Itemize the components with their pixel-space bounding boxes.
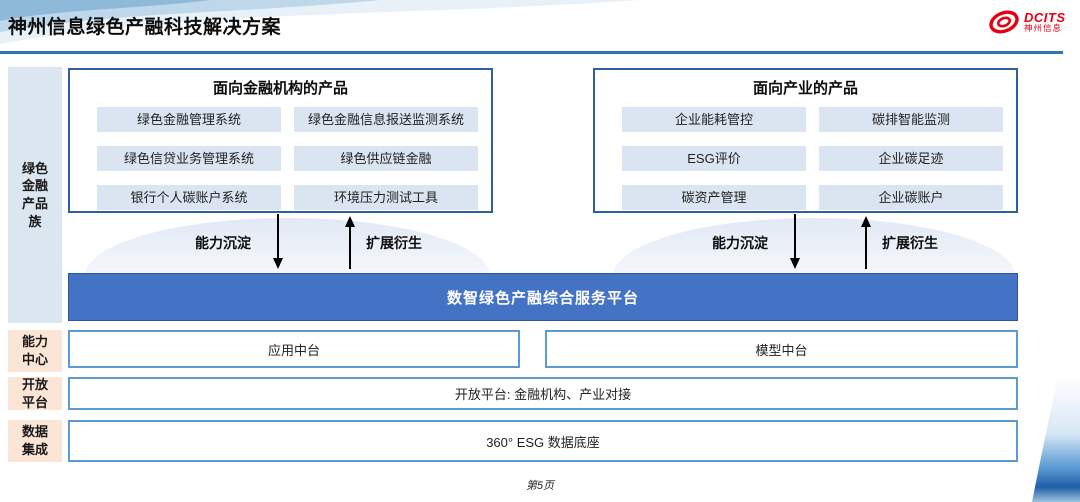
flow-zone: 能力沉淀 扩展衍生 能力沉淀 扩展衍生 <box>0 213 1080 273</box>
arrow-down-icon <box>790 214 800 269</box>
arrow-up-icon <box>861 216 871 269</box>
header-divider-line <box>0 51 1063 54</box>
group-title: 面向产业的产品 <box>752 80 858 97</box>
logo-text-block: DCITS 神州信息 <box>1024 11 1066 34</box>
product-chip: 企业碳账户 <box>819 185 1003 210</box>
product-chip: ESG评价 <box>622 146 806 171</box>
logo-brand-name: DCITS <box>1024 9 1066 25</box>
rail-label-capability-center: 能力 中心 <box>8 330 62 372</box>
dcits-logo-icon <box>989 10 1019 34</box>
company-logo: DCITS 神州信息 <box>988 8 1066 36</box>
page-number: 第5页 <box>525 480 555 492</box>
product-chip: 企业碳足迹 <box>819 146 1003 171</box>
product-chip-grid: 绿色金融管理系统 绿色金融信息报送监测系统 绿色信贷业务管理系统 绿色供应链金融… <box>97 107 478 210</box>
page-title: 神州信息绿色产融科技解决方案 <box>8 17 282 38</box>
product-chip: 银行个人碳账户系统 <box>97 185 281 210</box>
row-label: 应用中台 <box>267 342 320 358</box>
flow-label-expand-right: 扩展衍生 <box>882 235 938 251</box>
row-box-application-middleware: 应用中台 <box>68 330 520 368</box>
product-chip: 环境压力测试工具 <box>294 185 478 210</box>
row-label: 开放平台: 金融机构、产业对接 <box>454 387 632 402</box>
row-box-open-platform: 开放平台: 金融机构、产业对接 <box>68 377 1018 410</box>
group-title: 面向金融机构的产品 <box>212 80 348 97</box>
platform-bar-title: 数智绿色产融综合服务平台 <box>446 289 639 307</box>
product-chip: 绿色金融信息报送监测系统 <box>294 107 478 132</box>
row-label: 模型中台 <box>755 342 808 358</box>
corner-swoosh-decoration <box>1032 377 1080 502</box>
product-chip: 碳排智能监测 <box>819 107 1003 132</box>
product-chip: 碳资产管理 <box>622 185 806 210</box>
dome-decoration-right <box>613 218 1015 273</box>
header-swoosh-decoration <box>0 0 640 44</box>
product-chip: 企业能耗管控 <box>622 107 806 132</box>
flow-label-expand-left: 扩展衍生 <box>366 235 422 251</box>
arrow-down-icon <box>273 214 283 269</box>
product-chip-grid: 企业能耗管控 碳排智能监测 ESG评价 企业碳足迹 碳资产管理 企业碳账户 <box>622 107 1003 210</box>
group-box-financial-products: 面向金融机构的产品 绿色金融管理系统 绿色金融信息报送监测系统 绿色信贷业务管理… <box>68 68 493 213</box>
row-box-model-middleware: 模型中台 <box>545 330 1018 368</box>
platform-bar: 数智绿色产融综合服务平台 <box>68 273 1018 321</box>
flow-label-capability-left: 能力沉淀 <box>195 235 251 251</box>
group-box-industry-products: 面向产业的产品 企业能耗管控 碳排智能监测 ESG评价 企业碳足迹 碳资产管理 … <box>593 68 1018 213</box>
arrow-up-icon <box>345 216 355 269</box>
product-chip: 绿色供应链金融 <box>294 146 478 171</box>
logo-brand-subname: 神州信息 <box>1024 23 1063 34</box>
row-label: 360° ESG 数据底座 <box>486 434 600 450</box>
rail-label-data-integration: 数据 集成 <box>8 420 62 462</box>
rail-label-product-family: 绿色 金融 产品 族 <box>8 67 62 323</box>
dome-decoration-left <box>85 218 490 273</box>
product-chip: 绿色信贷业务管理系统 <box>97 146 281 171</box>
row-box-esg-data-base: 360° ESG 数据底座 <box>68 420 1018 462</box>
flow-label-capability-right: 能力沉淀 <box>712 235 768 251</box>
rail-label-open-platform: 开放 平台 <box>8 377 62 410</box>
product-chip: 绿色金融管理系统 <box>97 107 281 132</box>
